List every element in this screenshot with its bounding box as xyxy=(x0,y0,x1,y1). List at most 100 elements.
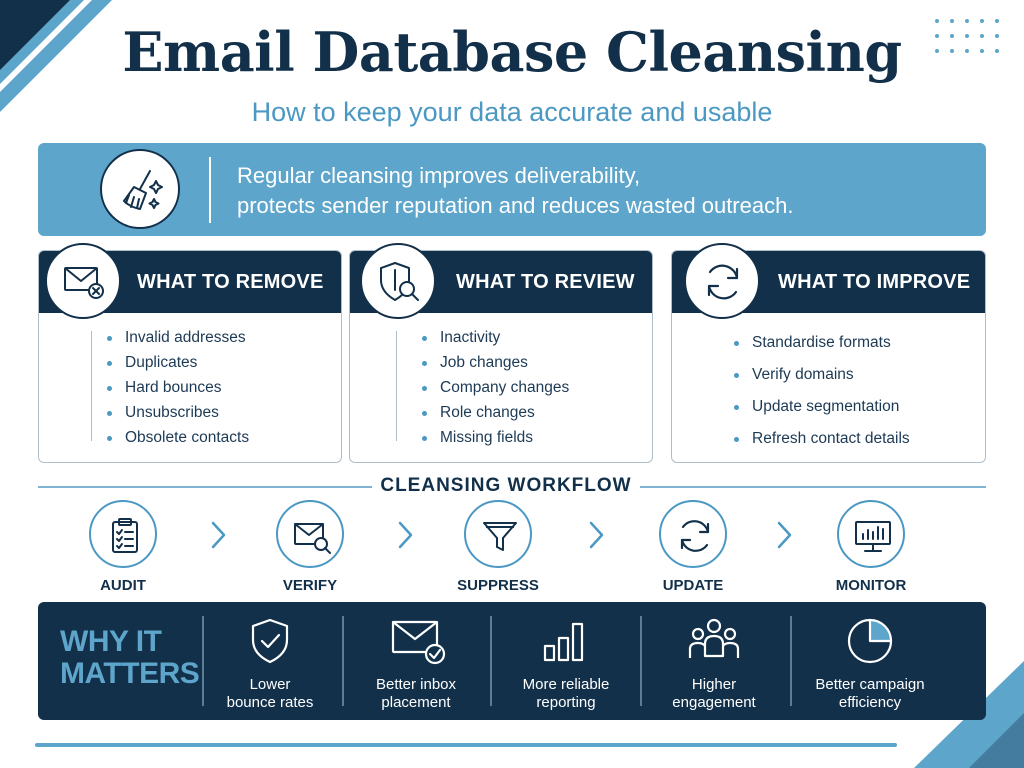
benefit-label-line-1: Better campaign xyxy=(815,676,925,693)
remove-list: Invalid addresses Duplicates Hard bounce… xyxy=(107,329,249,447)
workflow-step-suppress: SUPPRESS xyxy=(438,500,558,600)
chevron-right-icon xyxy=(211,521,226,549)
benefit-label-line-1: Higher xyxy=(691,676,737,693)
list-item: Standardise formats xyxy=(734,334,910,352)
card-icon-badge xyxy=(684,243,760,319)
list-item: Invalid addresses xyxy=(107,329,249,347)
step-icon-badge xyxy=(837,500,905,568)
workflow-step-verify: VERIFY xyxy=(250,500,370,600)
page-subtitle: How to keep your data accurate and usabl… xyxy=(251,97,773,127)
benefit-label-line-1: More reliable xyxy=(522,676,610,693)
why-title: WHY IT MATTERS xyxy=(60,626,210,690)
shield-search-icon xyxy=(380,262,419,301)
bar-chart-icon xyxy=(543,622,584,662)
card-what-to-remove: WHAT TO REMOVE Invalid addresses Duplica… xyxy=(38,243,342,463)
step-label: UPDATE xyxy=(662,577,724,594)
step-label: AUDIT xyxy=(100,577,146,594)
benefit-label: More reliable reporting xyxy=(496,676,636,712)
benefit-label: Lower bounce rates xyxy=(200,676,340,712)
step-icon-badge xyxy=(276,500,344,568)
refresh-icon xyxy=(707,264,739,300)
workflow-step-update: UPDATE xyxy=(633,500,753,600)
shield-check-icon xyxy=(251,618,289,664)
envelope-remove-icon xyxy=(64,267,104,299)
benefit-label-line-2: reporting xyxy=(536,694,596,711)
why-divider xyxy=(640,616,642,706)
list-item: Company changes xyxy=(422,379,569,397)
banner-icon-badge xyxy=(100,149,180,229)
benefit-label-line-1: Better inbox xyxy=(375,676,457,693)
list-item: Job changes xyxy=(422,354,569,372)
benefit-reliable-reporting: More reliable reporting xyxy=(496,610,636,714)
list-item: Obsolete contacts xyxy=(107,429,249,447)
list-item: Duplicates xyxy=(107,354,249,372)
pie-chart-icon xyxy=(847,618,893,664)
step-label: MONITOR xyxy=(835,577,907,594)
why-title-line-1: WHY IT xyxy=(60,625,162,658)
list-item: Hard bounces xyxy=(107,379,249,397)
card-title: WHAT TO IMPROVE xyxy=(778,271,971,293)
why-divider xyxy=(790,616,792,706)
benefit-label-line-1: Lower xyxy=(249,676,291,693)
card-icon-badge xyxy=(360,243,436,319)
why-it-matters-panel: WHY IT MATTERS Lower bounce rates Better xyxy=(38,602,986,720)
workflow-step-monitor: MONITOR xyxy=(811,500,931,600)
step-icon-badge xyxy=(89,500,157,568)
benefit-label: Better inbox placement xyxy=(346,676,486,712)
cycle-icon xyxy=(680,520,710,552)
why-title-line-2: MATTERS xyxy=(60,657,200,690)
banner-divider xyxy=(209,157,211,223)
page-title: Email Database Cleansing xyxy=(122,20,902,84)
step-label: VERIFY xyxy=(282,577,338,594)
card-icon-badge xyxy=(45,243,121,319)
step-icon-badge xyxy=(464,500,532,568)
benefit-label-line-2: bounce rates xyxy=(226,694,314,711)
workflow-title: CLEANSING WORKFLOW xyxy=(380,475,632,496)
list-item: Role changes xyxy=(422,404,569,422)
corner-decoration-top-left xyxy=(0,0,112,112)
card-title: WHAT TO REVIEW xyxy=(456,271,635,293)
card-what-to-improve: WHAT TO IMPROVE Standardise formats Veri… xyxy=(671,243,986,463)
benefit-label: Better campaign efficiency xyxy=(800,676,940,712)
intro-banner: Regular cleansing improves deliverabilit… xyxy=(38,143,986,236)
card-what-to-review: WHAT TO REVIEW Inactivity Job changes Co… xyxy=(349,243,653,463)
chevron-right-icon xyxy=(777,521,792,549)
monitor-chart-icon xyxy=(855,521,891,552)
improve-list: Standardise formats Verify domains Updat… xyxy=(734,334,910,448)
benefit-label-line-2: placement xyxy=(381,694,451,711)
envelope-search-icon xyxy=(294,523,331,554)
chevron-right-icon xyxy=(589,521,604,549)
benefit-label: Higher engagement xyxy=(644,676,784,712)
card-title: WHAT TO REMOVE xyxy=(137,271,324,293)
footer-accent-bar xyxy=(35,743,897,747)
people-icon xyxy=(688,618,740,658)
list-guide-line xyxy=(91,331,92,441)
banner-line-1: Regular cleansing improves deliverabilit… xyxy=(237,163,641,188)
envelope-check-icon xyxy=(391,620,446,665)
banner-line-2: protects sender reputation and reduces w… xyxy=(237,193,794,218)
step-label: SUPPRESS xyxy=(457,577,539,594)
list-item: Missing fields xyxy=(422,429,569,447)
funnel-icon xyxy=(483,522,517,551)
list-item: Refresh contact details xyxy=(734,430,910,448)
list-guide-line xyxy=(396,331,397,441)
benefit-lower-bounce: Lower bounce rates xyxy=(200,610,340,714)
why-divider xyxy=(342,616,344,706)
list-item: Unsubscribes xyxy=(107,404,249,422)
workflow-divider-left xyxy=(38,486,372,488)
chevron-right-icon xyxy=(398,521,413,549)
benefit-campaign-efficiency: Better campaign efficiency xyxy=(800,610,940,714)
benefit-higher-engagement: Higher engagement xyxy=(644,610,784,714)
list-item: Verify domains xyxy=(734,366,910,384)
step-icon-badge xyxy=(659,500,727,568)
broom-icon xyxy=(123,170,163,210)
benefit-inbox-placement: Better inbox placement xyxy=(346,610,486,714)
review-list: Inactivity Job changes Company changes R… xyxy=(422,329,569,447)
workflow-step-audit: AUDIT xyxy=(63,500,183,600)
benefit-label-line-2: engagement xyxy=(672,694,756,711)
why-divider xyxy=(490,616,492,706)
clipboard-icon xyxy=(112,518,138,553)
workflow-divider-right xyxy=(640,486,986,488)
dot-grid-decoration xyxy=(935,19,999,53)
benefit-label-line-2: efficiency xyxy=(838,694,902,711)
